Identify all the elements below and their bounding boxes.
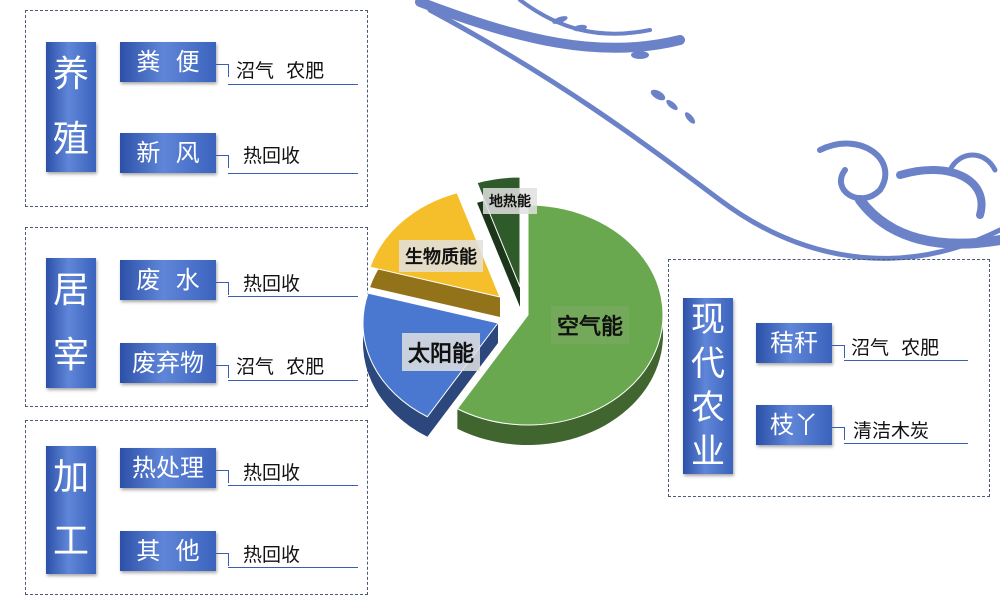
row-note-wastewater: 热回收 (243, 273, 301, 295)
pie-slice-label: 太阳能 (401, 333, 481, 371)
underline (844, 360, 968, 361)
row-note-heat-treatment: 热回收 (243, 462, 301, 484)
group-box-modern-agriculture (668, 259, 990, 497)
pie-slice-side (457, 205, 664, 445)
row-label-straw: 秸秆 (756, 323, 832, 363)
connector-bracket (216, 282, 229, 295)
underline (228, 380, 358, 381)
row-note-manure: 沼气 农肥 (236, 60, 325, 82)
underline (228, 485, 358, 486)
connector-bracket (216, 64, 229, 77)
underline (228, 84, 358, 85)
row-note-fresh-air: 热回收 (243, 145, 301, 167)
pie-slice-side (362, 293, 498, 437)
row-label-other: 其 他 (120, 531, 216, 571)
row-label-waste: 废弃物 (120, 343, 216, 383)
group-label-slaughter-char-1: 居 (52, 269, 89, 311)
row-note-other: 热回收 (243, 544, 301, 566)
group-label-modern-agriculture-char-2: 代 (691, 344, 725, 384)
connector-bracket (216, 553, 229, 566)
group-label-processing-char-1: 加 (52, 457, 89, 498)
row-note-straw: 沼气 农肥 (851, 337, 940, 359)
group-label-slaughter-char-2: 宰 (52, 334, 89, 376)
group-box-breeding (25, 10, 368, 207)
connector-bracket (216, 470, 229, 483)
pie-slice-label: 生物质能 (399, 240, 483, 272)
row-label-manure: 粪 便 (120, 42, 216, 82)
underline (228, 173, 358, 174)
connector-bracket (832, 427, 845, 440)
row-label-wastewater: 废 水 (120, 260, 216, 300)
group-label-modern-agriculture-char-1: 现 (691, 300, 725, 340)
group-label-processing: 加 工 (46, 446, 96, 574)
group-label-breeding: 养 殖 (46, 42, 96, 172)
row-note-branches: 清洁木炭 (853, 420, 930, 442)
row-label-fresh-air: 新 风 (120, 133, 216, 173)
row-label-heat-treatment: 热处理 (120, 448, 216, 488)
underline (228, 296, 358, 297)
group-box-processing (25, 420, 368, 595)
pie-slice-label: 地热能 (483, 188, 537, 214)
row-note-waste: 沼气 农肥 (236, 356, 325, 378)
connector-bracket (216, 365, 229, 378)
underline (844, 443, 968, 444)
group-label-processing-char-2: 工 (52, 521, 89, 562)
group-label-breeding-char-1: 养 (52, 53, 89, 95)
connector-bracket (832, 345, 845, 358)
underline (228, 567, 358, 568)
group-label-breeding-char-2: 殖 (52, 118, 89, 160)
pie-slice-label: 空气能 (550, 306, 630, 344)
group-label-modern-agriculture-char-3: 农 (691, 388, 725, 428)
group-label-modern-agriculture-char-4: 业 (691, 432, 725, 472)
row-label-branches: 枝丫 (756, 405, 832, 445)
group-label-modern-agriculture: 现 代 农 业 (683, 298, 733, 474)
connector-bracket (216, 155, 229, 168)
group-label-slaughter: 居 宰 (46, 258, 96, 388)
